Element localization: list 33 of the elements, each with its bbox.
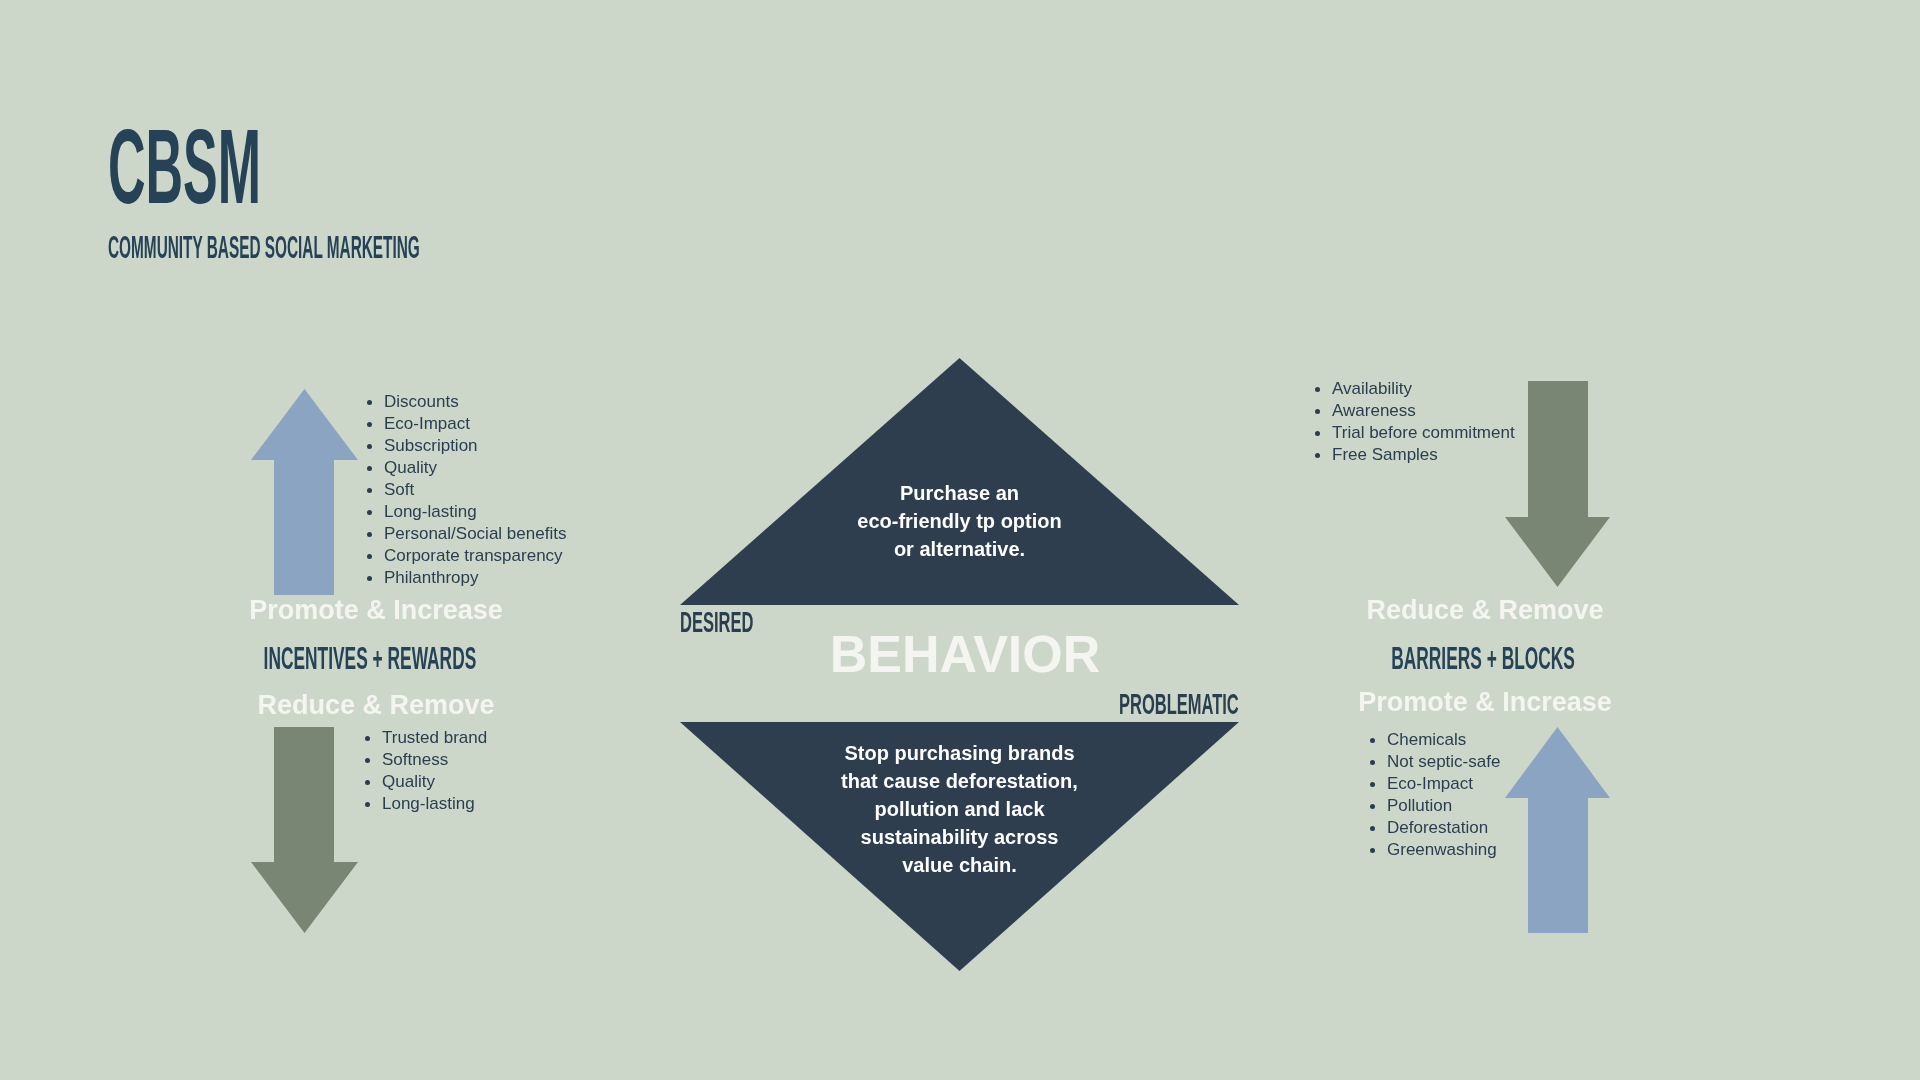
triangle [680, 358, 1239, 605]
behavior-description: Purchase an eco-friendly tp option or alternative. [856, 481, 1063, 562]
list-item: Quality [382, 771, 435, 793]
list-item: Chemicals [1387, 729, 1467, 751]
category-heading: INCENTIVES + REWARDS [263, 643, 477, 675]
list-item: Free Samples [1332, 444, 1438, 466]
list-item: Discounts [384, 391, 459, 413]
list-item: Personal/Social benefits [384, 523, 567, 545]
list-item: Corporate transparency [384, 545, 563, 567]
list-item: Philanthropy [384, 567, 479, 589]
list-item: Availability [1332, 378, 1412, 400]
list-item: Not septic-safe [1387, 751, 1501, 773]
behavior-description: Stop purchasing brands that cause deforestation, pollution and lack sustainability across value chain. [840, 741, 1079, 878]
list-item: Softness [382, 749, 449, 771]
list-item: Long-lasting [384, 501, 477, 523]
list-item: Eco-Impact [384, 413, 470, 435]
list-item: Soft [384, 479, 415, 501]
title: CBSM [108, 113, 261, 219]
category-heading: BARRIERS + BLOCKS [1391, 643, 1575, 675]
list-item: Trusted brand [382, 727, 488, 749]
list-item: Pollution [1387, 795, 1453, 817]
behavior-type-label: PROBLEMATIC [1119, 688, 1239, 720]
subtitle: COMMUNITY BASED SOCIAL MARKETING [108, 231, 420, 263]
behavior-type-label: DESIRED [680, 606, 754, 638]
list-item: Greenwashing [1387, 839, 1497, 861]
list-item: Subscription [384, 435, 478, 457]
list-item: Quality [384, 457, 437, 479]
list-item: Deforestation [1387, 817, 1489, 839]
triangle [680, 722, 1239, 971]
list-item: Eco-Impact [1387, 773, 1473, 795]
list-item: Trial before commitment [1332, 422, 1515, 444]
list-item: Awareness [1332, 400, 1416, 422]
list-item: Long-lasting [382, 793, 475, 815]
